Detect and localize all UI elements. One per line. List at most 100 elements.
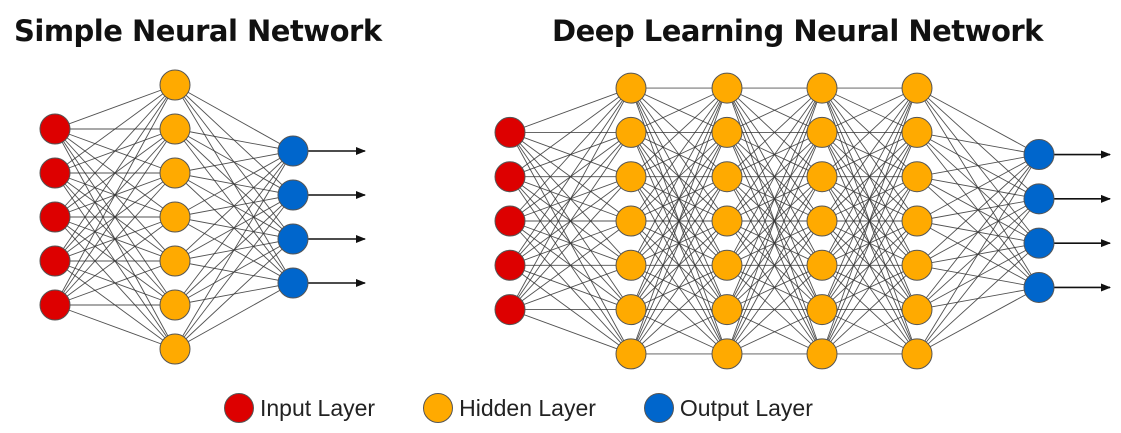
simple-edge-l0-n4-to-n4 xyxy=(54,260,176,306)
deep-edge-l4-n4-to-n0 xyxy=(916,154,1040,266)
legend-item-input: Input Layer xyxy=(224,393,375,423)
deep-edge-l1-n3-to-n0 xyxy=(630,87,728,222)
deep-edge-l2-n6-to-n0 xyxy=(726,87,823,355)
simple-output-node-l2-2 xyxy=(277,223,309,255)
deep-edge-l0-n4-to-n6 xyxy=(509,309,632,355)
simple-edge-l1-n5-to-n0 xyxy=(174,150,294,306)
deep-edge-l0-n4-to-n4 xyxy=(509,264,632,311)
simple-edge-l1-n2-to-n0 xyxy=(174,150,294,174)
legend: Input Layer Hidden Layer Output Layer xyxy=(224,393,861,423)
simple-hidden-node-l1-0 xyxy=(159,69,191,101)
legend-label: Output Layer xyxy=(679,394,813,421)
deep-hidden-node-l1-1 xyxy=(615,116,647,148)
deep-hidden-node-l2-1 xyxy=(711,116,743,148)
input-layer-swatch-icon xyxy=(224,393,254,423)
deep-edge-l1-n4-to-n0 xyxy=(630,87,728,266)
deep-edge-l2-n6-to-n3 xyxy=(726,220,823,355)
deep-hidden-node-l1-4 xyxy=(615,249,647,281)
deep-hidden-node-l2-6 xyxy=(711,338,743,370)
simple-edge-l0-n4-to-n3 xyxy=(54,216,176,306)
deep-hidden-node-l4-0 xyxy=(901,72,933,104)
deep-edge-l2-n2-to-n0 xyxy=(726,87,823,178)
deep-hidden-node-l1-5 xyxy=(615,294,647,326)
deep-hidden-node-l3-4 xyxy=(806,249,838,281)
deep-edge-l2-n1-to-n0 xyxy=(726,87,823,133)
deep-edge-l0-n4-to-n3 xyxy=(509,220,632,310)
deep-hidden-node-l2-2 xyxy=(711,161,743,193)
deep-edge-l1-n1-to-n0 xyxy=(630,87,728,133)
deep-input-node-l0-3 xyxy=(494,249,526,281)
deep-edge-l4-n2-to-n0 xyxy=(916,154,1040,178)
deep-hidden-node-l4-6 xyxy=(901,338,933,370)
deep-edge-l4-n0-to-n0 xyxy=(916,87,1040,155)
deep-edge-l0-n4-to-n1 xyxy=(509,132,632,310)
deep-hidden-node-l3-1 xyxy=(806,116,838,148)
deep-edge-l0-n2-to-n0 xyxy=(509,87,632,222)
deep-hidden-node-l3-3 xyxy=(806,205,838,237)
deep-hidden-node-l4-3 xyxy=(901,205,933,237)
legend-item-output: Output Layer xyxy=(643,393,813,423)
deep-edge-l2-n6-to-n4 xyxy=(726,264,823,355)
deep-hidden-node-l4-1 xyxy=(901,116,933,148)
simple-edge-l0-n2-to-n0 xyxy=(54,84,176,218)
simple-edge-l0-n3-to-n0 xyxy=(54,84,176,262)
deep-edge-l4-n6-to-n2 xyxy=(916,242,1040,355)
deep-input-node-l0-0 xyxy=(494,116,526,148)
deep-edge-l2-n3-to-n0 xyxy=(726,87,823,222)
simple-edge-l0-n4-to-n6 xyxy=(54,304,176,350)
deep-edge-l0-n0-to-n0 xyxy=(509,87,632,133)
deep-edge-l3-n6-to-n1 xyxy=(821,132,918,355)
simple-hidden-node-l1-4 xyxy=(159,245,191,277)
deep-edge-l3-n4-to-n0 xyxy=(821,87,918,266)
deep-hidden-node-l2-4 xyxy=(711,249,743,281)
deep-output-node-l5-3 xyxy=(1023,271,1055,303)
simple-input-node-l0-2 xyxy=(39,201,71,233)
deep-hidden-node-l4-2 xyxy=(901,161,933,193)
deep-edge-l1-n6-to-n0 xyxy=(630,87,728,355)
deep-edge-l3-n3-to-n0 xyxy=(821,87,918,222)
deep-edge-l1-n6-to-n2 xyxy=(630,176,728,355)
deep-edge-l1-n6-to-n5 xyxy=(630,309,728,355)
simple-edge-l1-n0-to-n0 xyxy=(174,84,294,152)
simple-hidden-node-l1-2 xyxy=(159,157,191,189)
deep-edge-l1-n2-to-n0 xyxy=(630,87,728,178)
simple-input-node-l0-4 xyxy=(39,289,71,321)
deep-hidden-node-l1-6 xyxy=(615,338,647,370)
deep-edge-l4-n1-to-n0 xyxy=(916,131,1040,155)
simple-edge-l0-n4-to-n2 xyxy=(54,172,176,306)
simple-output-node-l2-1 xyxy=(277,179,309,211)
deep-input-node-l0-2 xyxy=(494,205,526,237)
deep-edge-l4-n3-to-n0 xyxy=(916,154,1040,222)
deep-edge-l3-n1-to-n0 xyxy=(821,87,918,133)
deep-edge-l3-n6-to-n3 xyxy=(821,220,918,355)
simple-hidden-node-l1-3 xyxy=(159,201,191,233)
deep-edge-l2-n6-to-n1 xyxy=(726,132,823,355)
deep-hidden-node-l3-5 xyxy=(806,294,838,326)
deep-hidden-node-l3-0 xyxy=(806,72,838,104)
simple-output-node-l2-3 xyxy=(277,267,309,299)
deep-output-node-l5-1 xyxy=(1023,183,1055,215)
simple-input-node-l0-1 xyxy=(39,157,71,189)
deep-hidden-node-l3-2 xyxy=(806,161,838,193)
simple-edge-l0-n1-to-n0 xyxy=(54,84,176,174)
deep-hidden-node-l4-5 xyxy=(901,294,933,326)
deep-hidden-node-l1-2 xyxy=(615,161,647,193)
simple-edge-l1-n6-to-n2 xyxy=(174,238,294,350)
deep-edge-l2-n5-to-n0 xyxy=(726,87,823,310)
legend-label: Input Layer xyxy=(260,394,376,421)
simple-edge-l1-n6-to-n0 xyxy=(174,150,294,350)
deep-hidden-node-l2-3 xyxy=(711,205,743,237)
deep-hidden-node-l3-6 xyxy=(806,338,838,370)
deep-edge-l1-n6-to-n1 xyxy=(630,132,728,355)
simple-edge-l1-n3-to-n0 xyxy=(174,150,294,218)
deep-edge-l3-n5-to-n0 xyxy=(821,87,918,310)
deep-output-node-l5-2 xyxy=(1023,227,1055,259)
deep-edge-l3-n6-to-n2 xyxy=(821,176,918,355)
deep-edge-l3-n6-to-n4 xyxy=(821,264,918,355)
deep-input-node-l0-4 xyxy=(494,294,526,326)
deep-edge-l4-n6-to-n3 xyxy=(916,287,1040,355)
simple-hidden-node-l1-6 xyxy=(159,333,191,365)
legend-label: Hidden Layer xyxy=(459,394,596,421)
deep-edge-l2-n4-to-n0 xyxy=(726,87,823,266)
